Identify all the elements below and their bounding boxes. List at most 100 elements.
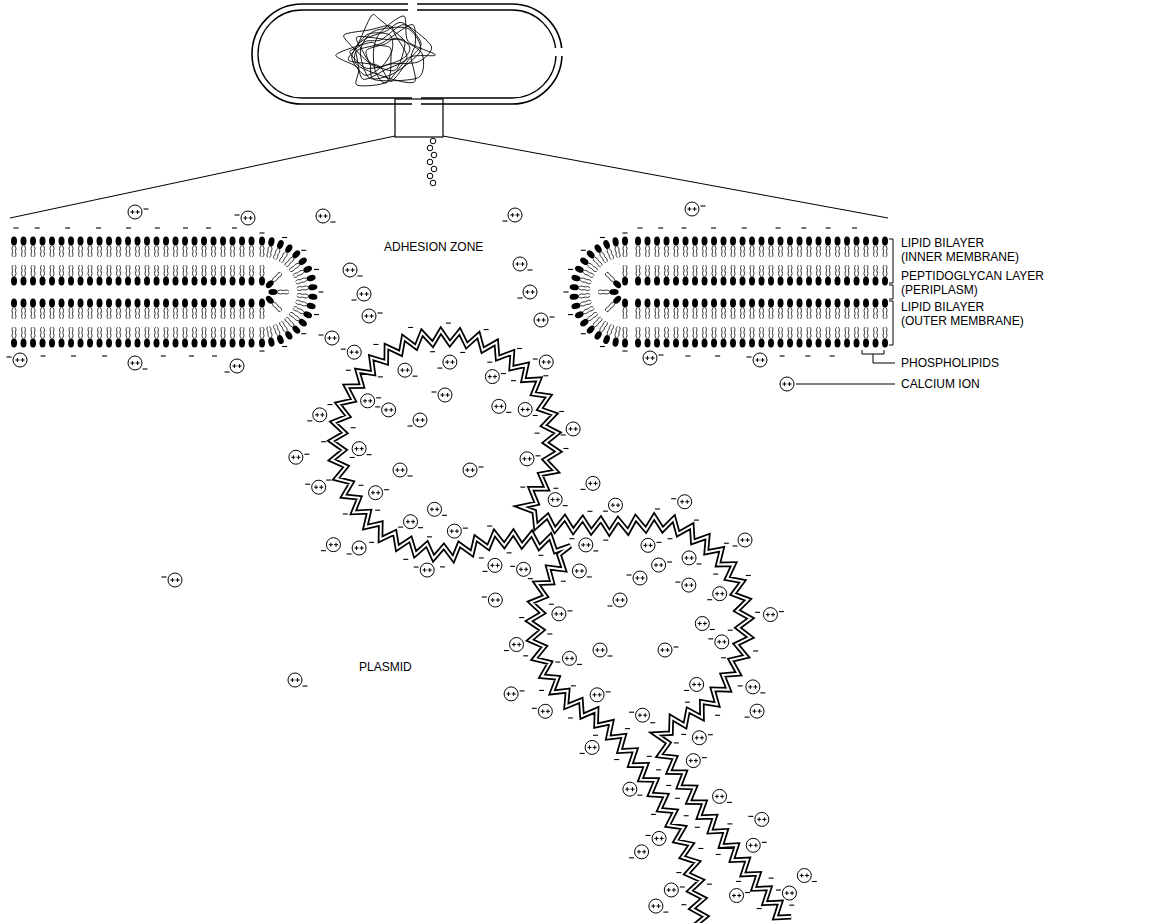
phospholipid-membrane-part — [705, 308, 706, 320]
phospholipid-membrane-part — [768, 298, 774, 307]
phospholipid-membrane-part — [825, 338, 831, 347]
phospholipid-membrane-part — [882, 338, 888, 347]
phospholipid-membrane-part — [163, 276, 169, 285]
phospholipid-membrane-part — [807, 265, 808, 277]
negative-charge-part — [656, 542, 661, 543]
phospholipid-membrane-part — [807, 327, 808, 339]
phospholipid-membrane-part — [731, 327, 732, 339]
phospholipid-membrane-part — [623, 308, 624, 320]
calcium-ion-part-part — [128, 356, 142, 370]
calcium-ion-part-part — [566, 422, 580, 436]
phospholipid-membrane-part — [579, 296, 590, 298]
phospholipid-membrane-part — [173, 276, 179, 285]
negative-charge-part — [650, 722, 655, 723]
negative-charge-part — [102, 355, 107, 356]
phospholipid-membrane-part — [874, 327, 875, 339]
phospholipid-membrane-part — [617, 246, 620, 257]
phospholipid-membrane-part — [40, 298, 46, 307]
phospholipid-membrane-part — [21, 276, 27, 285]
phospholipid-membrane-part — [696, 246, 697, 258]
calcium-ion-part — [508, 208, 522, 222]
calcium-ion-part-part — [510, 213, 519, 217]
calcium-ion-part — [128, 356, 142, 370]
plasmid-dna-part — [331, 331, 791, 923]
calcium-ion-part-part — [690, 677, 704, 691]
calcium-ion-part — [343, 263, 357, 277]
calcium-ion-part — [755, 812, 769, 826]
phospholipid-membrane-part — [221, 246, 222, 258]
calcium-ion-part-part — [534, 313, 548, 327]
phospholipid-membrane-part — [819, 265, 820, 277]
phospholipid-membrane-part — [883, 308, 884, 320]
phospholipid-membrane-part — [654, 276, 660, 285]
phospholipid-membrane-part — [59, 298, 65, 307]
phospholipid-membrane-part — [49, 276, 55, 285]
phospholipid-membrane-part — [88, 327, 89, 339]
bacterium-cell-part — [412, 94, 421, 107]
negative-charge-part — [126, 227, 131, 228]
calcium-ion-part — [633, 571, 647, 585]
negative-charge-part — [666, 785, 671, 786]
negative-charge-part — [852, 227, 857, 228]
negative-charge-part — [746, 575, 751, 576]
phospholipid-membrane-part — [148, 246, 149, 258]
calcium-ion-part-part — [315, 413, 324, 417]
phospholipid-membrane-part — [579, 286, 590, 288]
phospholipid-membrane-part — [778, 298, 784, 307]
negative-charge-part — [600, 237, 605, 238]
phospholipid-membrane-part — [740, 338, 746, 347]
phospholipid-membrane-part — [43, 246, 44, 258]
phospholipid-membrane-part — [285, 318, 293, 326]
calcium-ion-part — [566, 422, 580, 436]
phospholipid-membrane-part — [176, 327, 177, 339]
phospholipid-membrane-part — [290, 265, 299, 272]
calcium-ion-part-part — [592, 693, 601, 697]
phospholipid-membrane-part — [285, 257, 293, 265]
calcium-ion-part-part — [413, 413, 427, 427]
calcium-ion-part-part — [423, 568, 432, 572]
phospholipid-membrane-part — [864, 327, 865, 339]
phospholipid-membrane-part — [816, 236, 822, 245]
negative-charge-part — [568, 269, 573, 270]
phospholipid-membrane-part — [116, 298, 122, 307]
calcium-ion-part-part — [130, 361, 139, 365]
phospholipid-membrane-part — [268, 337, 276, 347]
phospholipid-membrane-part — [193, 308, 194, 320]
calcium-ion-part-part — [536, 318, 545, 322]
phospholipid-membrane-part — [715, 265, 716, 277]
negative-charge-part — [755, 612, 760, 613]
phospholipid-membrane-part — [107, 327, 108, 339]
calcium-ion-part-part — [15, 358, 24, 362]
calcium-ion-part-part — [613, 593, 627, 607]
bracket-part — [889, 301, 893, 345]
phospholipid-membrane-part — [806, 276, 812, 285]
phospholipid-membrane-part — [107, 265, 108, 277]
phospholipid-membrane-part — [126, 246, 127, 258]
phospholipid-membrane-part — [587, 265, 596, 272]
phospholipid-membrane-part — [155, 246, 156, 258]
phospholipid-membrane-part — [260, 327, 261, 339]
phospholipid-membrane-part — [768, 236, 774, 245]
negative-charge-part — [487, 362, 492, 363]
phospholipid-membrane-part — [606, 272, 614, 280]
phospholipid-membrane-part — [854, 236, 860, 245]
phospholipid-membrane-part — [117, 265, 118, 277]
phospholipid-membrane-part — [788, 308, 789, 320]
calcium-ion-part-part — [652, 558, 666, 572]
phospholipid-membrane-part — [750, 327, 751, 339]
phospholipid-membrane-part — [291, 249, 302, 260]
phospholipid-membrane-part — [674, 308, 675, 320]
negative-charge-part — [675, 582, 680, 583]
negative-charge-part — [659, 354, 664, 355]
phospholipid-membrane-part — [743, 265, 744, 277]
phospholipid-membrane-part — [11, 298, 17, 307]
phospholipid-membrane-part — [580, 300, 591, 304]
phospholipid-membrane-part — [195, 327, 196, 339]
phospholipid-membrane-part — [674, 327, 675, 339]
phospholipid-membrane-part — [214, 246, 215, 258]
phospholipid-membrane-part — [806, 298, 812, 307]
calcium-ion-part-part — [664, 883, 678, 897]
bacterium-cell-part — [431, 152, 437, 158]
phospholipid-membrane-part — [72, 265, 73, 277]
